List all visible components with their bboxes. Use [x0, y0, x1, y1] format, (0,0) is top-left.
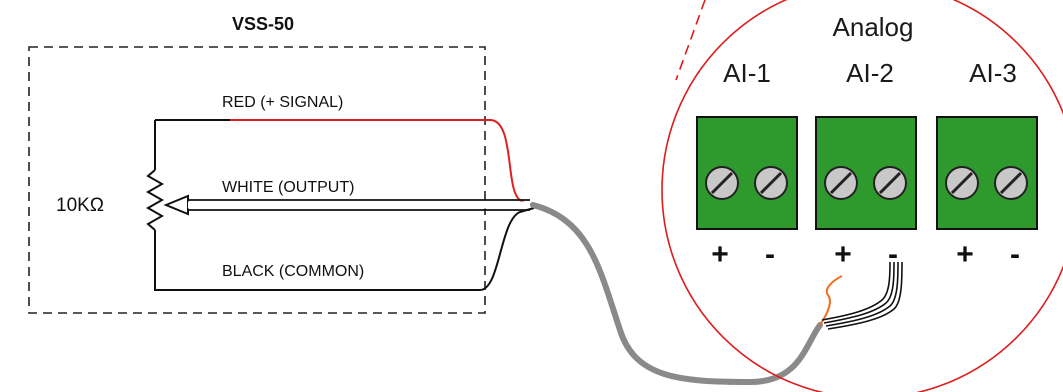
bottom-lead-wire	[154, 230, 480, 291]
channel-label-ai-3: AI-3	[969, 58, 1017, 88]
zoom-circle-outline	[661, 0, 1063, 392]
screw-icon	[824, 166, 858, 200]
screw-icon	[754, 166, 788, 200]
channel-label-ai-1: AI-1	[723, 58, 771, 88]
device-title: VSS-50	[232, 14, 294, 34]
ai-3-plus-label: +	[956, 238, 974, 271]
wire-label-red: RED (+ SIGNAL)	[222, 94, 343, 111]
ai-2-minus-label: -	[888, 238, 898, 271]
panel-heading: Analog	[833, 12, 914, 42]
screw-icon	[945, 166, 979, 200]
terminal-block-ai-3	[936, 116, 1038, 230]
resistor-value: 10KΩ	[56, 195, 104, 216]
black-wire	[479, 207, 535, 291]
ai-1-minus-label: -	[765, 238, 775, 271]
white-output-wire-edge	[821, 261, 891, 321]
ai-3-minus-label: -	[1010, 238, 1020, 271]
white-output-wire-edge2	[823, 261, 895, 324]
orange-signal-wire	[819, 275, 843, 326]
vss-50-box: VSS-50	[28, 14, 486, 314]
channel-label-ai-2: AI-2	[846, 58, 894, 88]
device-dashed-outline	[28, 46, 486, 314]
terminal-block-ai-1	[696, 116, 798, 230]
zoom-leader-line	[675, 0, 706, 81]
terminal-block-ai-2	[815, 116, 917, 230]
ai-2-connection-wires	[819, 261, 903, 330]
grey-cable	[530, 202, 823, 386]
wire-label-black: BLACK (COMMON)	[222, 263, 364, 280]
screw-icon	[705, 166, 739, 200]
black-common-wire-edge	[827, 261, 903, 330]
wire-label-white: WHITE (OUTPUT)	[222, 179, 354, 196]
detail-zoom-circle	[661, 0, 1063, 392]
black-common-wire	[825, 261, 899, 327]
wiper-arrow-icon	[163, 194, 189, 216]
ai-1-plus-label: +	[711, 238, 729, 271]
ai-2-plus-label: +	[834, 238, 852, 271]
screw-icon	[994, 166, 1028, 200]
screw-icon	[873, 166, 907, 200]
resistor-zigzag-icon	[145, 169, 165, 231]
wires	[188, 119, 823, 386]
